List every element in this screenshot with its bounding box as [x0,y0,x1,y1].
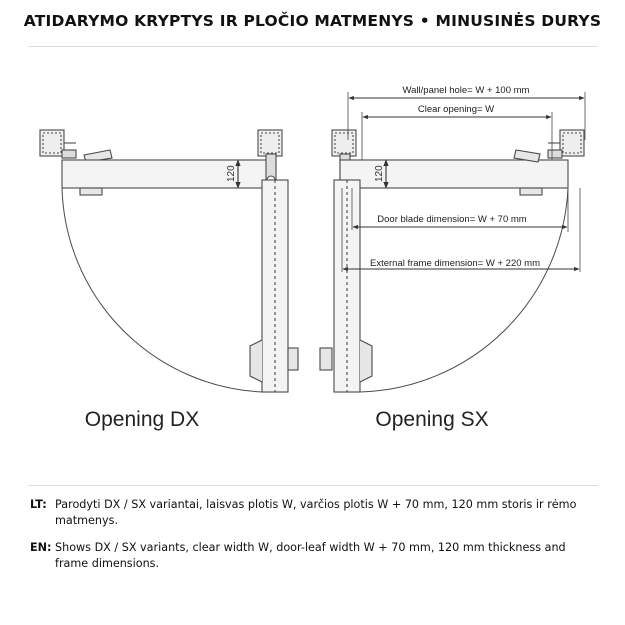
opening-dx-drawing [39,129,299,393]
sx-door-panel [339,159,569,189]
sx-handle-bottom [519,187,543,196]
dx-door-panel [61,159,273,189]
top-divider [28,46,598,47]
sx-handle-top [513,149,541,163]
dx-left-wall-bracket [39,129,77,159]
sx-open-handle [359,339,373,383]
door-diagram: 120 [0,48,625,484]
clear-opening-label: Clear opening= W [418,104,494,115]
opening-sx-drawing [319,92,586,393]
opening-sx-label: Opening SX [375,408,488,431]
caption-lt: LT: Parodyti DX / SX variantai, laisvas … [30,497,595,529]
sx-thickness-label: 120 [374,165,385,182]
caption-block: LT: Parodyti DX / SX variantai, laisvas … [30,497,595,583]
page-title: ATIDARYMO KRYPTYS IR PLOČIO MATMENYS • M… [23,12,602,30]
opening-dx-label: Opening DX [85,408,199,431]
external-frame-label: External frame dimension= W + 220 mm [370,258,540,269]
sx-swing-arc [359,187,569,393]
caption-en-text: Shows DX / SX variants, clear width W, d… [55,541,566,570]
caption-en: EN: Shows DX / SX variants, clear width … [30,540,595,572]
door-blade-label: Door blade dimension= W + 70 mm [377,214,527,225]
dx-open-handle [249,339,263,383]
caption-lt-text: Parodyti DX / SX variantai, laisvas plot… [55,498,577,527]
bottom-divider [28,485,598,486]
caption-en-lang: EN: [30,541,52,554]
door-diagram-svg: 120 [39,85,586,431]
wall-hole-label: Wall/panel hole= W + 100 mm [403,85,530,96]
caption-lt-lang: LT: [30,498,47,511]
dx-handle-bottom [79,187,103,196]
dx-thickness-label: 120 [226,165,237,182]
sx-right-wall-bracket [547,129,585,159]
dx-swing-arc [61,187,263,393]
